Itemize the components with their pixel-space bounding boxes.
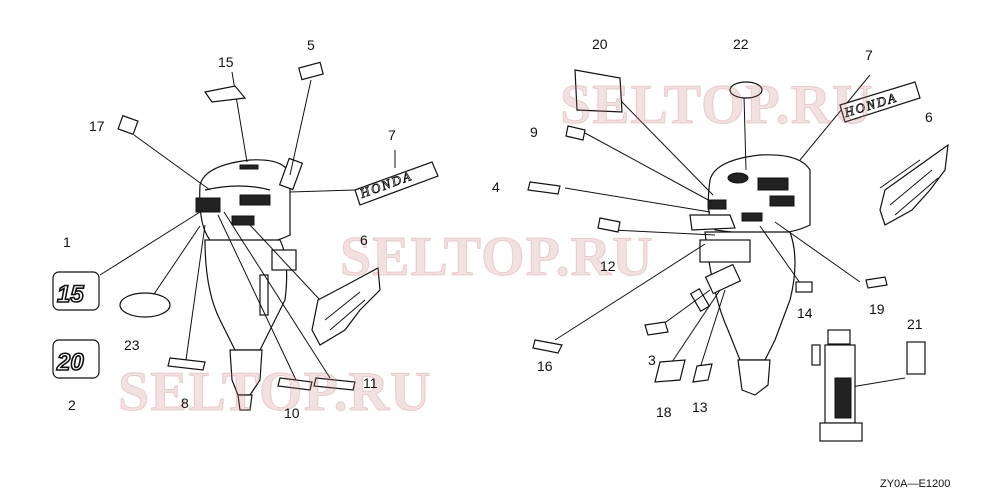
callout-20: 20 — [592, 36, 608, 52]
decal-side-left — [311, 267, 381, 346]
decal-13 — [692, 363, 713, 383]
left-leader-lines — [99, 71, 396, 381]
decal-11 — [313, 377, 356, 391]
decal-num-15: 15 — [52, 271, 100, 311]
svg-text:15: 15 — [57, 281, 84, 308]
svg-text:SELTOP.RU: SELTOP.RU — [340, 226, 654, 288]
svg-text:SELTOP.RU: SELTOP.RU — [560, 74, 874, 136]
decal-23 — [119, 292, 171, 318]
svg-text:SELTOP.RU: SELTOP.RU — [118, 361, 432, 423]
decal-12 — [597, 217, 621, 233]
callout-23: 23 — [124, 337, 140, 353]
shaft-assembly — [811, 329, 863, 442]
left-decals: HONDA 15 20 — [52, 61, 439, 391]
callout-8: 8 — [181, 395, 189, 411]
callout-19: 19 — [869, 301, 885, 317]
callout-17: 17 — [89, 118, 105, 134]
callout-14: 14 — [797, 305, 813, 321]
svg-text:HONDA: HONDA — [357, 168, 415, 201]
decal-10 — [277, 377, 313, 391]
right-outboard-engine — [689, 154, 811, 396]
decal-15 — [203, 85, 247, 103]
decal-18 — [654, 359, 686, 383]
callout-2: 2 — [68, 397, 76, 413]
callout-11: 11 — [363, 375, 378, 391]
callout-13: 13 — [692, 399, 708, 415]
decal-16 — [532, 339, 563, 354]
decal-num-20: 20 — [52, 339, 100, 379]
decal-3 — [644, 321, 669, 336]
decal-19 — [865, 276, 888, 289]
callout-15: 15 — [218, 54, 234, 70]
callout-3: 3 — [648, 352, 656, 368]
decal-9 — [565, 125, 586, 141]
callout-labels: 1 2 3 4 5 6 6 7 7 8 9 10 11 12 13 14 15 … — [63, 36, 933, 421]
callout-7a: 7 — [388, 127, 396, 143]
decal-14 — [795, 281, 813, 293]
decal-20 — [574, 69, 623, 113]
callout-21: 21 — [907, 316, 923, 332]
decal-5 — [298, 61, 324, 81]
callout-5: 5 — [307, 37, 315, 53]
callout-10: 10 — [284, 405, 300, 421]
callout-7b: 7 — [865, 47, 873, 63]
decal-4 — [527, 181, 561, 195]
watermarks: SELTOP.RU SELTOP.RU SELTOP.RU — [118, 74, 874, 424]
callout-18: 18 — [656, 404, 672, 420]
callout-22: 22 — [733, 36, 749, 52]
decal-21 — [906, 341, 926, 375]
decal-22 — [729, 81, 763, 99]
decal-honda-strip-left: HONDA — [354, 161, 439, 206]
callout-9: 9 — [530, 124, 538, 140]
callout-12: 12 — [600, 258, 616, 274]
callout-4: 4 — [492, 179, 500, 195]
callout-1: 1 — [63, 234, 71, 250]
decal-8 — [167, 357, 206, 371]
diagram-code: ZY0A—E1200 — [880, 478, 950, 490]
decal-17 — [117, 114, 139, 136]
callout-16: 16 — [537, 358, 553, 374]
callout-6a: 6 — [360, 232, 368, 248]
svg-text:20: 20 — [56, 349, 84, 376]
callout-6b: 6 — [925, 109, 933, 125]
